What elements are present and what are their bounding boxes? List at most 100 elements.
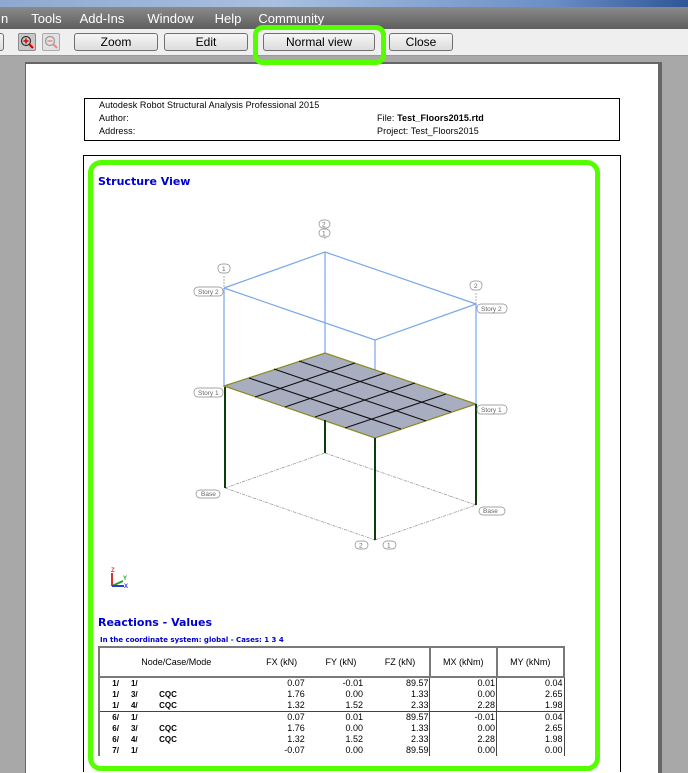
cell-case: 1/ [130, 679, 138, 688]
zoom-out-icon [44, 35, 58, 49]
project-info: Project: Test_Floors2015 [377, 126, 479, 136]
axis-text-right-2: 2 [474, 283, 478, 290]
menu-item-partial[interactable]: n [1, 10, 9, 26]
cell-my: 1.98 [496, 700, 565, 712]
reactions-title: Reactions - Values [98, 616, 213, 629]
cell-fx: 0.07 [287, 678, 305, 688]
axis-z-label: Z [111, 568, 115, 574]
cell-fz: 89.59 [371, 745, 431, 756]
axis-label-bottom-2 [354, 540, 369, 550]
cell-fy: 0.00 [345, 689, 364, 699]
cell-fx: 0.07 [252, 711, 311, 723]
reactions-table: Node/Case/Mode FX (kN) FY (kN) FZ (kN) M… [98, 646, 566, 756]
cell-case: 1/ [122, 711, 160, 723]
menu-item-add-ins[interactable]: Add-Ins [79, 10, 125, 26]
axis-label-bottom-1 [382, 540, 397, 550]
cell-my: 0.00 [496, 745, 565, 756]
cell-fz: 2.33 [371, 734, 431, 745]
cell-mode [159, 745, 252, 756]
file-label: File: [377, 113, 395, 123]
col-header-my: MY (kNm) [495, 646, 566, 677]
file-value: Test_Floors2015.rtd [397, 113, 484, 123]
reactions-subtitle: In the coordinate system: global - Cases… [100, 636, 284, 644]
story-1-left-label [193, 387, 224, 398]
zoom-out-button[interactable] [42, 33, 60, 51]
cell-mx: 2.28 [429, 700, 498, 712]
cell-my: 2.65 [496, 689, 565, 700]
cell-fy: 0.01 [310, 711, 372, 723]
axis-y-label: Y [123, 576, 127, 582]
cell-my: 2.65 [496, 723, 565, 734]
axis-text-bottom-2: 2 [359, 543, 363, 550]
axis-label-left-1 [217, 263, 231, 274]
base-right-text: Base [483, 508, 498, 515]
structure-view-title: Structure View [98, 175, 191, 188]
axis-label-top-1 [318, 228, 331, 238]
menu-bar: n Tools Add-Ins Window Help Community [0, 7, 688, 29]
axis-text-top-1: 1 [322, 231, 326, 238]
story-2-right-label [476, 303, 508, 314]
cell-mode [159, 711, 253, 723]
axis-label-right-2 [469, 280, 483, 291]
report-header: Autodesk Robot Structural Analysis Profe… [84, 98, 620, 141]
cell-fy: 1.52 [345, 700, 364, 710]
cell-my: 1.98 [496, 734, 565, 745]
address-label: Address: [99, 126, 136, 136]
product-name: Autodesk Robot Structural Analysis Profe… [99, 100, 320, 110]
cell-fx: 1.76 [287, 689, 305, 699]
cell-fz: 89.57 [371, 677, 431, 689]
cell-node: 6/ [112, 735, 119, 744]
base-left-text: Base [201, 491, 216, 498]
close-button[interactable]: Close [389, 33, 453, 51]
window-title-bar [0, 0, 688, 7]
cell-fx: -0.07 [284, 745, 305, 755]
cell-mx: 0.00 [429, 745, 498, 756]
edit-button[interactable]: Edit [164, 33, 248, 51]
cell-mode: CQC [159, 735, 177, 744]
cell-mode: CQC [159, 690, 177, 699]
zoom-button[interactable]: Zoom [74, 33, 158, 51]
cell-mx: 0.00 [429, 723, 498, 734]
menu-item-help[interactable]: Help [214, 10, 242, 26]
axis-text-top-2: 2 [322, 222, 326, 229]
author-label: Author: [99, 113, 129, 123]
cell-mx: -0.01 [429, 711, 498, 723]
partial-button[interactable] [0, 33, 4, 51]
file-info: File: Test_Floors2015.rtd [377, 113, 484, 123]
axes-triad-icon: Z Y X [111, 568, 128, 590]
cell-node: 1/ [112, 701, 119, 710]
cell-fx: 1.76 [287, 723, 305, 733]
cell-case: 3/ [130, 690, 138, 699]
axis-label-top-2 [318, 219, 331, 229]
cell-fz: 2.33 [371, 700, 431, 712]
preview-toolbar: Zoom Edit Normal view Close [0, 29, 688, 56]
cell-fy: 1.52 [345, 734, 364, 744]
axis-text-left-1: 1 [222, 266, 226, 273]
cell-node: 1/ [112, 679, 119, 688]
project-label: Project: [377, 126, 409, 136]
cell-mx: 0.01 [429, 677, 498, 689]
menu-item-community[interactable]: Community [258, 10, 325, 26]
axis-x-label: X [124, 584, 128, 590]
zoom-in-button[interactable] [18, 33, 36, 51]
base-right-label [478, 506, 506, 516]
cell-case: 1/ [130, 746, 138, 755]
col-header-mx: MX (kNm) [428, 646, 497, 677]
cell-my: 0.04 [496, 711, 565, 723]
menu-item-tools[interactable]: Tools [31, 10, 62, 26]
cell-node: 1/ [112, 690, 119, 699]
floor-slab [222, 352, 478, 439]
col-header-fy: FY (kN) [310, 646, 372, 677]
menu-item-window[interactable]: Window [147, 10, 194, 26]
base-left-label [195, 489, 221, 499]
col-header-fz: FZ (kN) [371, 646, 430, 677]
story1-right-text: Story 1 [481, 407, 502, 414]
cell-fx: 1.32 [287, 700, 305, 710]
cell-fy: 0.00 [345, 745, 364, 755]
cell-node: 7/ [112, 746, 119, 755]
story-2-left-label [193, 286, 224, 297]
normal-view-button[interactable]: Normal view [263, 33, 375, 51]
